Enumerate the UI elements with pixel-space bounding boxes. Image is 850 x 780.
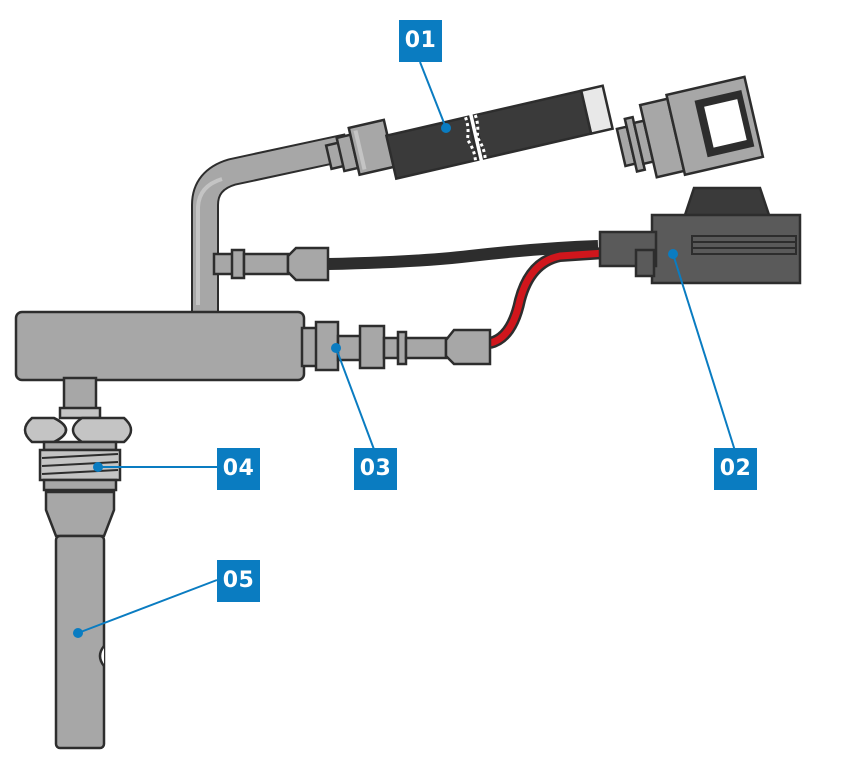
probe-tube bbox=[44, 490, 116, 750]
red-wire bbox=[488, 247, 606, 349]
hose-ferrule bbox=[324, 118, 397, 177]
fuel-hose bbox=[384, 84, 615, 181]
threaded-fitting bbox=[23, 376, 133, 492]
callout-03: 03 bbox=[354, 448, 397, 490]
bent-tube bbox=[191, 133, 351, 312]
leader-lines bbox=[73, 61, 737, 638]
main-housing bbox=[14, 310, 306, 382]
callout-02: 02 bbox=[714, 448, 757, 490]
callout-04: 04 bbox=[217, 448, 260, 490]
black-wire bbox=[327, 240, 599, 270]
callout-01: 01 bbox=[399, 20, 442, 62]
electrical-plug bbox=[598, 186, 802, 285]
upper-terminal bbox=[212, 246, 330, 282]
lower-terminal bbox=[300, 320, 492, 372]
callout-05: 05 bbox=[217, 560, 260, 602]
quick-connector bbox=[615, 75, 765, 179]
